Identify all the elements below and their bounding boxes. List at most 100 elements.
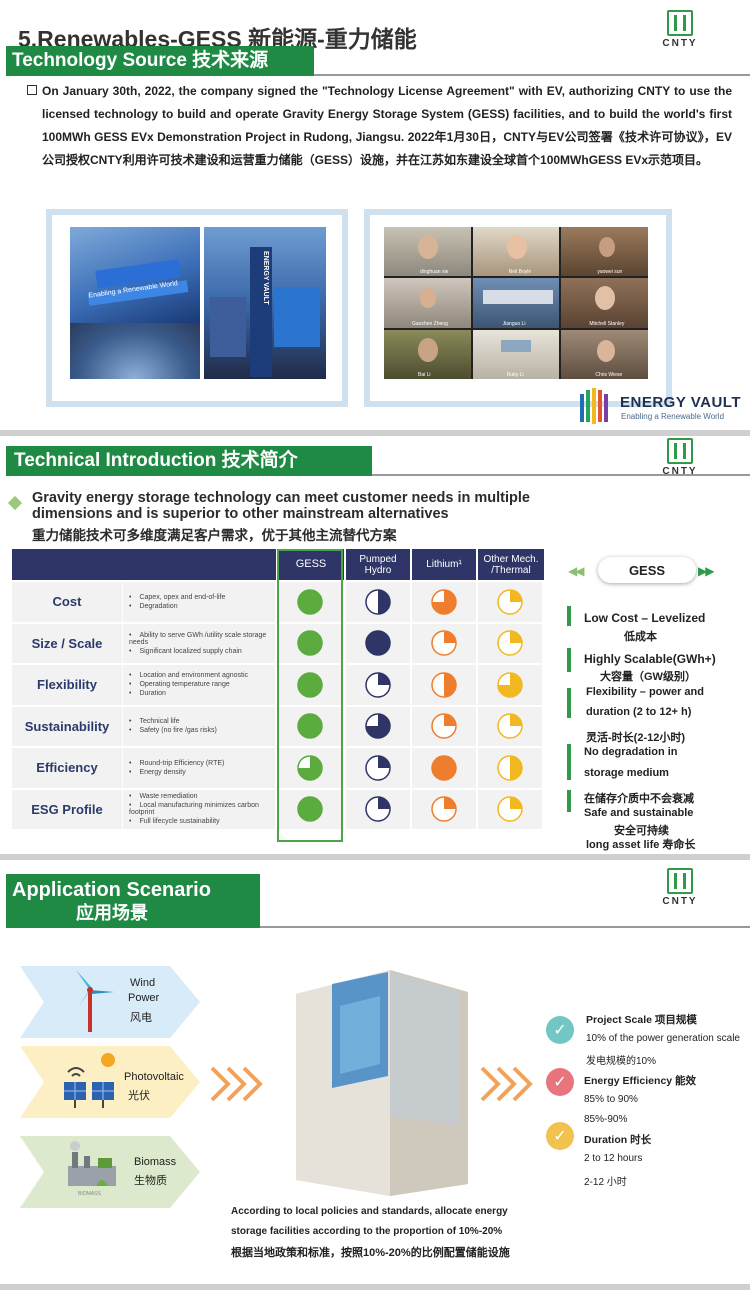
wind-power-arrow: [20, 966, 200, 1038]
wind-label-en: Wind: [130, 977, 156, 989]
harvey-ball-icon: [497, 589, 523, 615]
benefit-text: long asset life 寿命长: [586, 839, 696, 851]
rating-cell: [412, 582, 476, 622]
harvey-ball-icon: [365, 713, 391, 739]
pv-label-zh: 光伏: [128, 1090, 150, 1102]
harvey-ball-icon: [365, 796, 391, 822]
harvey-ball-icon: [497, 713, 523, 739]
row-description-item: Energy density: [129, 769, 275, 776]
cnty-logo-icon: [667, 10, 693, 36]
rating-cell: [478, 706, 542, 746]
row-label: Sustainability: [12, 706, 122, 746]
benefit-bar: [567, 688, 571, 718]
row-description: Round-trip Efficiency (RTE)Energy densit…: [123, 748, 275, 788]
cnty-logo-icon: [667, 868, 693, 894]
row-label: Size / Scale: [12, 623, 122, 663]
gess-badge-chevron-right-icon: ▶▶: [698, 564, 715, 578]
rating-cell: [346, 623, 410, 663]
energy-efficiency-line2: 85%-90%: [584, 1114, 628, 1125]
rating-cell: [346, 706, 410, 746]
solar-panel-icon: [64, 1053, 115, 1108]
harvey-ball-icon: [497, 796, 523, 822]
check-circle-icon: ✓: [546, 1068, 574, 1096]
energy-vault-tagline: Enabling a Renewable World: [621, 412, 725, 421]
col-lithium: Lithium¹: [412, 549, 476, 580]
row-description-item: Capex, opex and end-of-life: [129, 594, 275, 601]
row-description: Location and environment agnosticOperati…: [123, 665, 275, 705]
slide-divider: [0, 854, 750, 860]
times-square-sign: ENERGY VAULT: [262, 251, 269, 305]
col-other-mech: Other Mech. /Thermal: [478, 549, 544, 580]
slide-divider: [0, 1284, 750, 1290]
row-label: Flexibility: [12, 665, 122, 705]
energy-vault-wordmark: ENERGY VAULT: [620, 394, 742, 411]
photo-frame-right: [364, 209, 672, 407]
section-header: Technical Introduction 技术简介: [6, 446, 372, 476]
gess-column-highlight: [277, 549, 343, 842]
biomass-plant-icon: [68, 1141, 116, 1186]
rating-cell: [412, 748, 476, 788]
project-scale-line2: 发电规模的10%: [586, 1056, 657, 1067]
benefit-text: 在储存介质中不会衰减: [584, 793, 694, 805]
checkbox-bullet-icon: [27, 85, 37, 95]
gess-badge: GESS: [598, 557, 696, 583]
cnty-logo: CNTY: [650, 438, 710, 477]
section-title-zh: 应用场景: [76, 903, 148, 923]
harvey-ball-icon: [431, 713, 457, 739]
row-description-item: Degradation: [129, 603, 275, 610]
cnty-logo-text: CNTY: [662, 38, 698, 49]
nyse-photo: Enabling a Renewable World: [70, 227, 200, 379]
rating-cell: [478, 748, 542, 788]
benefit-text: 灵活-时长(2-12小时): [586, 732, 686, 744]
wind-label-zh: 风电: [130, 1012, 152, 1024]
slide-technical-introduction: Technical Introduction 技术简介 CNTY Gravity…: [0, 436, 750, 854]
energy-vault-logo: ENERGY VAULT Enabling a Renewable World: [578, 388, 746, 428]
video-tile: Gaozhen Zheng: [384, 278, 471, 328]
harvey-ball-icon: [431, 672, 457, 698]
rating-cell: [278, 748, 342, 788]
row-description-item: Safety (no fire /gas risks): [129, 727, 275, 734]
flow-chevrons-right-icon: [480, 1066, 533, 1102]
rating-cell: [478, 623, 542, 663]
rating-cell: [278, 665, 342, 705]
gravity-storage-building: [296, 970, 468, 1196]
check-circle-icon: ✓: [546, 1122, 574, 1150]
rating-cell: [278, 623, 342, 663]
header-rule: [314, 74, 750, 76]
benefit-text: Flexibility – power and: [586, 686, 704, 698]
wind-turbine-icon: [76, 970, 114, 1032]
harvey-ball-icon: [365, 630, 391, 656]
headline-zh: 重力储能技术可多维度满足客户需求，优于其他主流替代方案: [32, 528, 397, 543]
times-square-photo: ENERGY VAULT: [204, 227, 326, 379]
slide-divider: [0, 430, 750, 436]
row-description-item: Location and environment agnostic: [129, 672, 275, 679]
rating-cell: [346, 789, 410, 829]
project-scale-title: Project Scale 项目规模: [586, 1014, 697, 1026]
video-tile: Mitchell Stanley: [561, 278, 648, 328]
row-description: Capex, opex and end-of-lifeDegradation: [123, 582, 275, 622]
benefit-text: 安全可持续: [614, 825, 669, 837]
rating-cell: [346, 582, 410, 622]
diamond-bullet-icon: [7, 495, 23, 511]
row-label: Cost: [12, 582, 122, 622]
row-description-item: Operating temperature range: [129, 681, 275, 688]
row-description-item: Waste remediation: [129, 793, 275, 800]
harvey-ball-icon: [365, 755, 391, 781]
benefit-text: Low Cost – Levelized: [584, 611, 706, 625]
harvey-ball-icon: [365, 589, 391, 615]
biomass-label-zh: 生物质: [134, 1175, 167, 1187]
header-rule: [260, 926, 750, 928]
harvey-ball-icon: [497, 630, 523, 656]
harvey-ball-icon: [431, 589, 457, 615]
benefit-text: 大容量（GW级别）: [600, 671, 696, 683]
duration-line1: 2 to 12 hours: [584, 1153, 643, 1164]
harvey-ball-icon: [297, 713, 323, 739]
rating-cell: [412, 623, 476, 663]
video-call-grid: dinghuan xie Neil Boyle yaowei sun Gaozh…: [384, 227, 648, 379]
video-tile: Bai Li: [384, 329, 471, 379]
video-tile: Chris Wiese: [561, 329, 648, 379]
table-header-blank: [12, 549, 276, 580]
section-title-en: Application Scenario: [12, 879, 211, 901]
rating-cell: [478, 789, 542, 829]
benefit-text: 低成本: [624, 631, 657, 643]
